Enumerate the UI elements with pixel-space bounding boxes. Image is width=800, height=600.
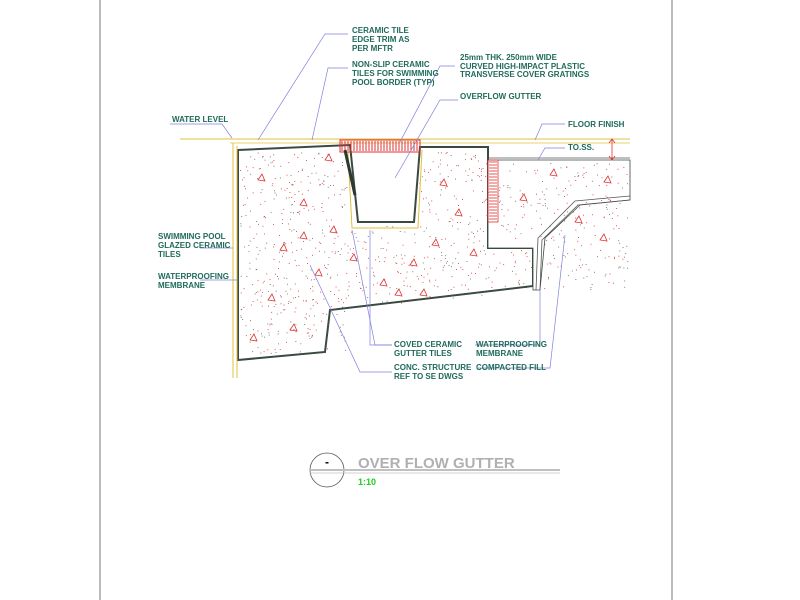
cover-grating — [339, 139, 421, 153]
label-waterproofing-right: WATERPROOFING MEMBRANE — [476, 340, 549, 358]
label-toss: TO.SS. — [568, 143, 594, 152]
label-coved-tiles: COVED CERAMIC GUTTER TILES — [394, 340, 464, 358]
callout-labels: CERAMIC TILE EDGE TRIM AS PER MFTR NON-S… — [158, 26, 625, 381]
title-block: - OVER FLOW GUTTER 1:10 — [309, 452, 560, 488]
tile-finish-layers — [180, 138, 631, 378]
label-conc-structure: CONC. STRUCTURE REF TO SE DWGS — [394, 363, 474, 381]
label-cover-gratings: 25mm THK. 250mm WIDE CURVED HIGH-IMPACT … — [460, 53, 590, 79]
aggregate-triangles — [249, 153, 612, 342]
label-water-level: WATER LEVEL — [172, 115, 228, 124]
label-floor-finish: FLOOR FINISH — [568, 120, 625, 129]
detail-number: - — [325, 455, 329, 469]
gutter-edge — [343, 149, 357, 196]
floor-tile-hatch — [487, 159, 499, 223]
label-compacted-fill: COMPACTED FILL — [476, 363, 546, 372]
leader-lines — [170, 33, 566, 373]
label-overflow-gutter: OVERFLOW GUTTER — [460, 92, 542, 101]
concrete-structure — [237, 143, 631, 362]
detail-scale: 1:10 — [358, 477, 376, 487]
label-ceramic-tile-trim: CERAMIC TILE EDGE TRIM AS PER MFTR — [352, 26, 412, 53]
label-glazed-tiles: SWIMMING POOL GLAZED CERAMIC TILES — [158, 232, 233, 259]
toss-dimension — [608, 138, 616, 161]
detail-title: OVER FLOW GUTTER — [358, 455, 515, 472]
concrete-stipple — [240, 152, 629, 354]
label-waterproofing-left: WATERPROOFING MEMBRANE — [158, 272, 231, 290]
label-non-slip-tiles: NON-SLIP CERAMIC TILES FOR SWIMMING POOL… — [352, 60, 441, 87]
